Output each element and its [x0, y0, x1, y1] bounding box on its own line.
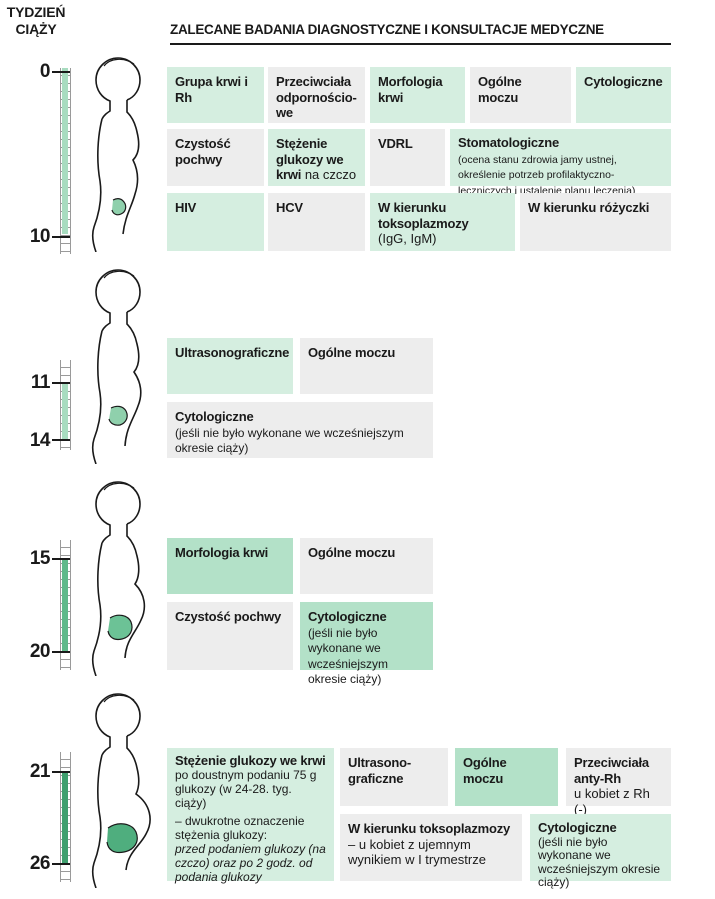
week-ruler	[60, 752, 71, 882]
pregnant-woman-figure	[91, 481, 146, 676]
ruler-tick	[52, 236, 70, 238]
card-cytology: Cytologiczne(jeśli nie było wykonane we …	[300, 602, 433, 686]
week-number-start: 21	[29, 761, 51, 782]
week-number-start: 15	[29, 548, 51, 569]
card-cytology: Cytologiczne(jeśli nie było wykonane we …	[167, 402, 433, 458]
page-title: ZALECANE BADANIA DIAGNOSTYCZNE I KONSULT…	[170, 22, 604, 37]
ruler-tick	[52, 71, 70, 73]
ruler-tick	[52, 771, 70, 773]
card-rubella: W kierunku różyczki	[520, 193, 671, 251]
card-toxoplasmosis: W kierunku toksoplazmozy– u kobiet z uje…	[340, 814, 522, 881]
card-cytology: Cytologiczne(jeśli nie było wykonane we …	[530, 814, 671, 889]
card-toxoplasmosis: W kierunku toksoplazmozy(IgG, IgM)	[370, 193, 515, 251]
card-dental: Stomatologiczne (ocena stanu zdrowia jam…	[450, 129, 671, 197]
week-number-end: 26	[29, 853, 51, 874]
week-column-header: TYDZIEŃ CIĄŻY	[4, 4, 68, 38]
card-blood-group: Grupa krwi i Rh	[167, 67, 264, 123]
card-vaginal-purity: Czystość pochwy	[167, 129, 264, 186]
week-ruler	[60, 540, 71, 670]
week-number-end: 10	[29, 226, 51, 247]
card-cytology: Cytologiczne	[576, 67, 671, 123]
pregnant-woman-figure	[91, 693, 151, 888]
ruler-tick	[52, 651, 70, 653]
week-ruler	[60, 360, 71, 450]
card-ultrasound: Ultrasono-graficzne	[340, 748, 448, 806]
card-blood-count: Morfologia krwi	[370, 67, 465, 123]
card-hiv: HIV	[167, 193, 264, 251]
ruler-tick	[52, 439, 70, 441]
card-urine: Ogólne moczu	[455, 748, 558, 806]
ruler-tick	[52, 382, 70, 384]
card-urine: Ogólne moczu	[300, 338, 433, 394]
week-ruler	[60, 68, 71, 254]
card-antibodies: Przeciwciała odpornościo-we	[268, 67, 365, 123]
card-vdrl: VDRL	[370, 129, 445, 186]
card-urine: Ogólne moczu	[300, 538, 433, 594]
ruler-tick	[52, 558, 70, 560]
week-number-end: 20	[29, 641, 51, 662]
card-glucose: Stężenie glukozy we krwi na czczo	[268, 129, 365, 186]
card-blood-count: Morfologia krwi	[167, 538, 293, 594]
week-number-end: 14	[29, 430, 51, 451]
card-glucose-tolerance: Stężenie glukozy we krwi po doustnym pod…	[167, 748, 334, 884]
card-ultrasound: Ultrasonograficzne	[167, 338, 293, 394]
ruler-tick	[52, 863, 70, 865]
card-hcv: HCV	[268, 193, 365, 251]
pregnant-woman-figure	[91, 269, 142, 464]
week-header-line2: CIĄŻY	[15, 21, 57, 37]
card-urine: Ogólne moczu	[470, 67, 571, 123]
card-vaginal-purity: Czystość pochwy	[167, 602, 293, 670]
header-divider	[170, 43, 671, 45]
week-header-line1: TYDZIEŃ	[6, 4, 66, 20]
week-number-start: 0	[39, 61, 51, 82]
pregnant-woman-figure	[91, 57, 141, 252]
week-number-start: 11	[30, 372, 51, 393]
